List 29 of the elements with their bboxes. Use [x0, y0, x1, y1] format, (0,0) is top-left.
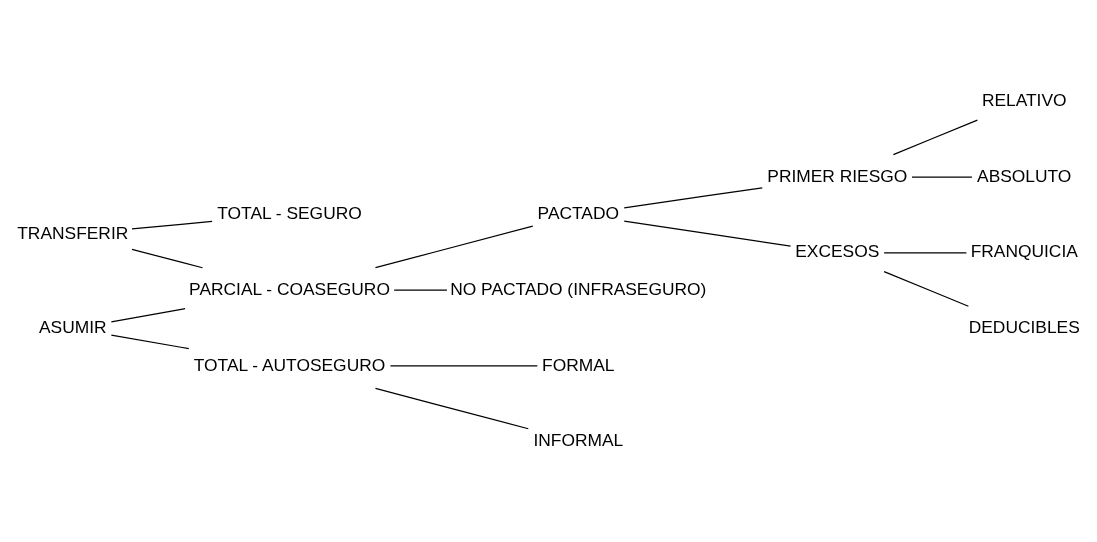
node-text: ASUMIR	[38, 316, 107, 337]
connector	[374, 387, 529, 429]
connector	[911, 176, 973, 178]
node-text: INFORMAL	[533, 429, 624, 450]
node-text: TOTAL - AUTOSEGURO	[193, 354, 386, 374]
node-text: TOTAL - SEGURO	[217, 202, 362, 223]
connector	[110, 307, 186, 323]
node-text: FRANQUICIA	[970, 240, 1078, 261]
connector	[883, 270, 969, 307]
node-text: PARCIAL - COASEGURO	[189, 278, 390, 299]
connector	[892, 118, 978, 155]
node-text: EXCESOS	[795, 240, 880, 261]
connector	[623, 219, 792, 247]
node-text: FORMAL	[542, 354, 615, 374]
node-text: TRANSFERIR	[17, 222, 129, 243]
connector	[393, 289, 448, 291]
connector	[374, 224, 534, 268]
connector	[131, 248, 204, 268]
connector	[883, 251, 967, 253]
connector	[110, 334, 190, 349]
connector	[131, 220, 213, 229]
node-text: RELATIVO	[981, 89, 1067, 110]
node-text: PACTADO	[537, 202, 620, 223]
connector	[623, 186, 763, 208]
connector	[389, 364, 538, 366]
node-text: DEDUCIBLES	[968, 316, 1080, 337]
node-text: NO PACTADO (INFRASEGURO)	[450, 278, 707, 299]
node-text: PRIMER RIESGO	[767, 165, 908, 186]
node-text: ABSOLUTO	[977, 165, 1072, 186]
